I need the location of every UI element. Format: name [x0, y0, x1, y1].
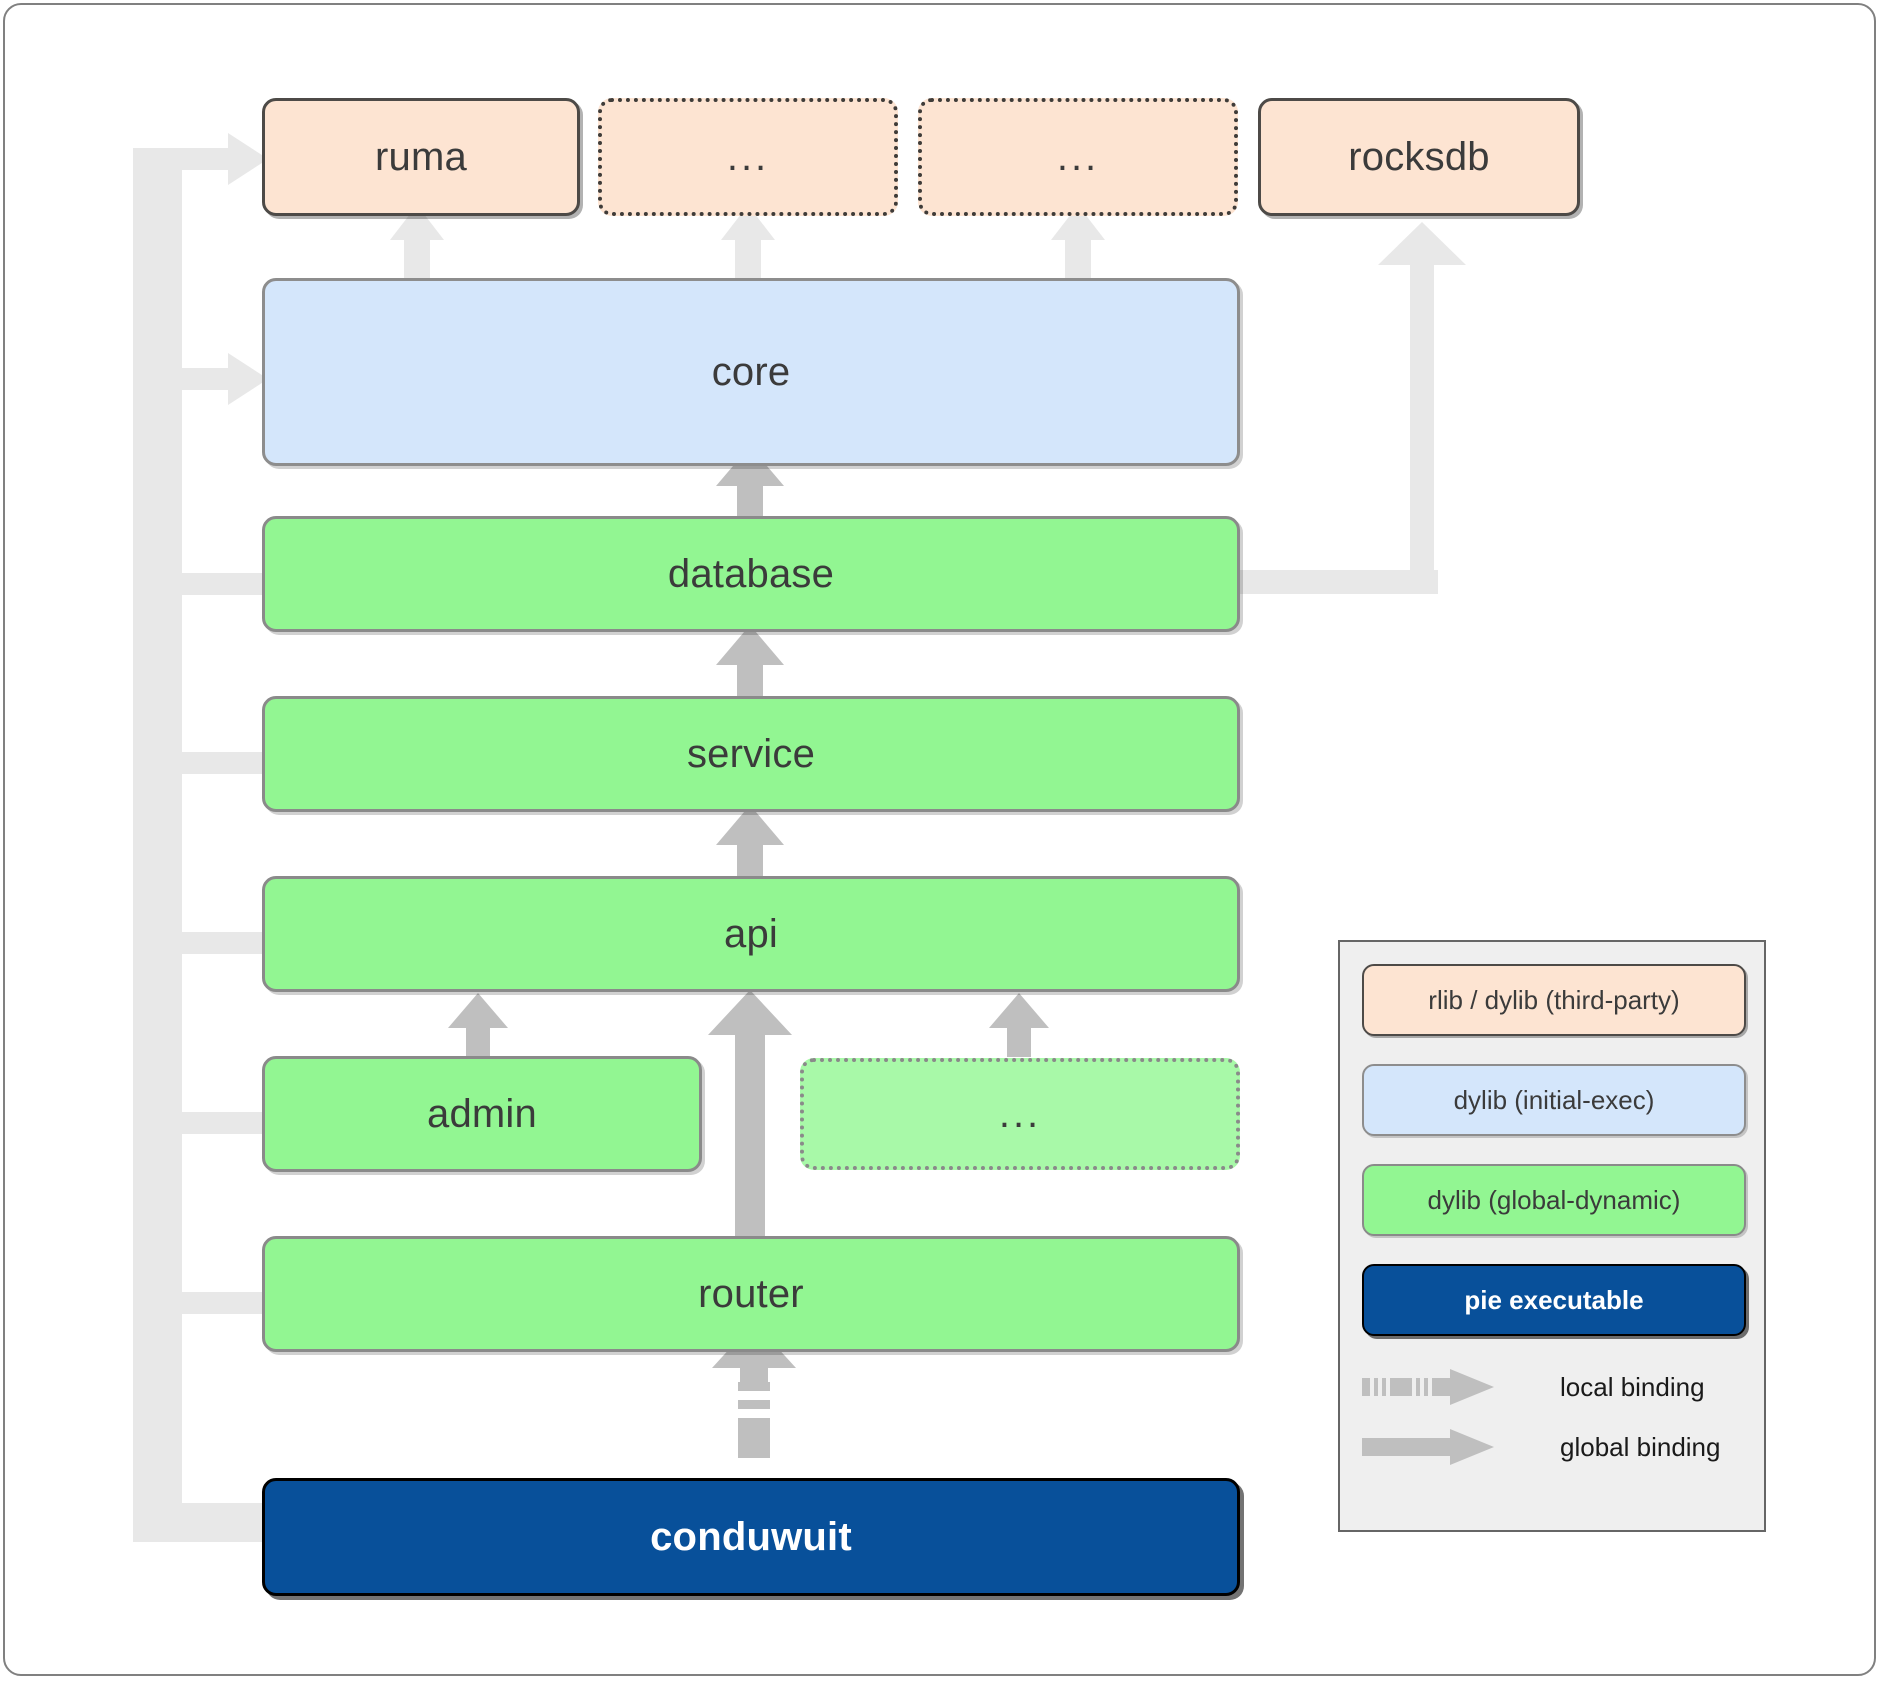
global-binding-arrow-icon — [1362, 1427, 1512, 1467]
legend-item-pie-executable-label: pie executable — [1464, 1284, 1644, 1315]
legend-item-global-dynamic: dylib (global-dynamic) — [1362, 1164, 1746, 1236]
node-service[interactable]: service — [262, 696, 1240, 812]
node-api-label: api — [724, 911, 778, 956]
legend-item-third-party: rlib / dylib (third-party) — [1362, 964, 1746, 1036]
legend-global-binding-label: global binding — [1560, 1431, 1721, 1462]
node-core-label: core — [711, 349, 791, 394]
legend-item-initial-exec: dylib (initial-exec) — [1362, 1064, 1746, 1136]
node-ruma-label: ruma — [375, 134, 467, 179]
node-third-party-a[interactable]: ... — [598, 98, 898, 216]
node-core[interactable]: core — [262, 278, 1240, 466]
legend-local-binding-label: local binding — [1560, 1371, 1705, 1402]
node-api[interactable]: api — [262, 876, 1240, 992]
node-third-party-b-label: ... — [1056, 135, 1100, 179]
node-third-party-b[interactable]: ... — [918, 98, 1238, 216]
node-database[interactable]: database — [262, 516, 1240, 632]
node-ruma[interactable]: ruma — [262, 98, 580, 216]
node-database-label: database — [667, 551, 835, 596]
node-router[interactable]: router — [262, 1236, 1240, 1352]
legend-item-pie-executable: pie executable — [1362, 1264, 1746, 1336]
node-third-party-a-label: ... — [726, 135, 770, 179]
legend-row-global-binding: global binding — [1362, 1422, 1746, 1472]
legend-item-third-party-label: rlib / dylib (third-party) — [1428, 984, 1680, 1015]
node-rocksdb[interactable]: rocksdb — [1258, 98, 1580, 216]
legend-panel: rlib / dylib (third-party) dylib (initia… — [1338, 940, 1766, 1532]
node-extra[interactable]: ... — [800, 1058, 1240, 1170]
legend-item-global-dynamic-label: dylib (global-dynamic) — [1427, 1184, 1681, 1215]
legend-item-initial-exec-label: dylib (initial-exec) — [1453, 1084, 1655, 1115]
local-binding-arrow-icon — [1362, 1367, 1512, 1407]
node-service-label: service — [686, 731, 816, 776]
legend-row-local-binding: local binding — [1362, 1362, 1746, 1412]
node-rocksdb-label: rocksdb — [1348, 134, 1490, 179]
node-extra-label: ... — [998, 1092, 1042, 1136]
node-conduwuit-label: conduwuit — [650, 1514, 852, 1559]
node-conduwuit[interactable]: conduwuit — [262, 1478, 1240, 1596]
node-admin-label: admin — [427, 1091, 537, 1136]
node-admin[interactable]: admin — [262, 1056, 702, 1172]
node-router-label: router — [698, 1271, 804, 1316]
